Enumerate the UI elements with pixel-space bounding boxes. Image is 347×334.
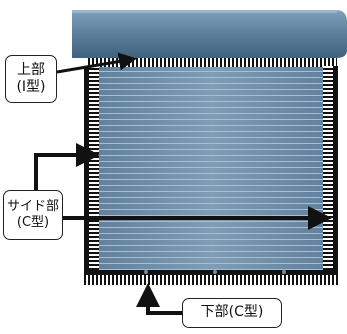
right-side-brush-seal [323,66,338,274]
bottom-label-line1: 下部(C型) [200,304,264,321]
left-side-brush-seal [84,66,99,274]
bottom-label: 下部(C型) [182,298,282,328]
arrow-to-left-side-brush [34,143,100,190]
side-label-line1: サイド部 [6,198,59,214]
bottom-brush-seal [84,275,338,285]
shutter-body [92,60,332,272]
side-label-line2: (C型) [16,215,50,230]
bottom-bar [84,270,338,275]
top-brush-seal [87,58,337,67]
side-label: サイド部 (C型) [3,190,63,240]
top-label-line1: 上部 [17,61,45,78]
arrow-to-top-brush [56,52,137,74]
arrow-to-bottom-brush [136,283,182,315]
top-label-line2: (Ⅰ型) [16,79,46,95]
top-label: 上部 (Ⅰ型) [5,55,57,103]
shutter-housing [72,10,347,58]
